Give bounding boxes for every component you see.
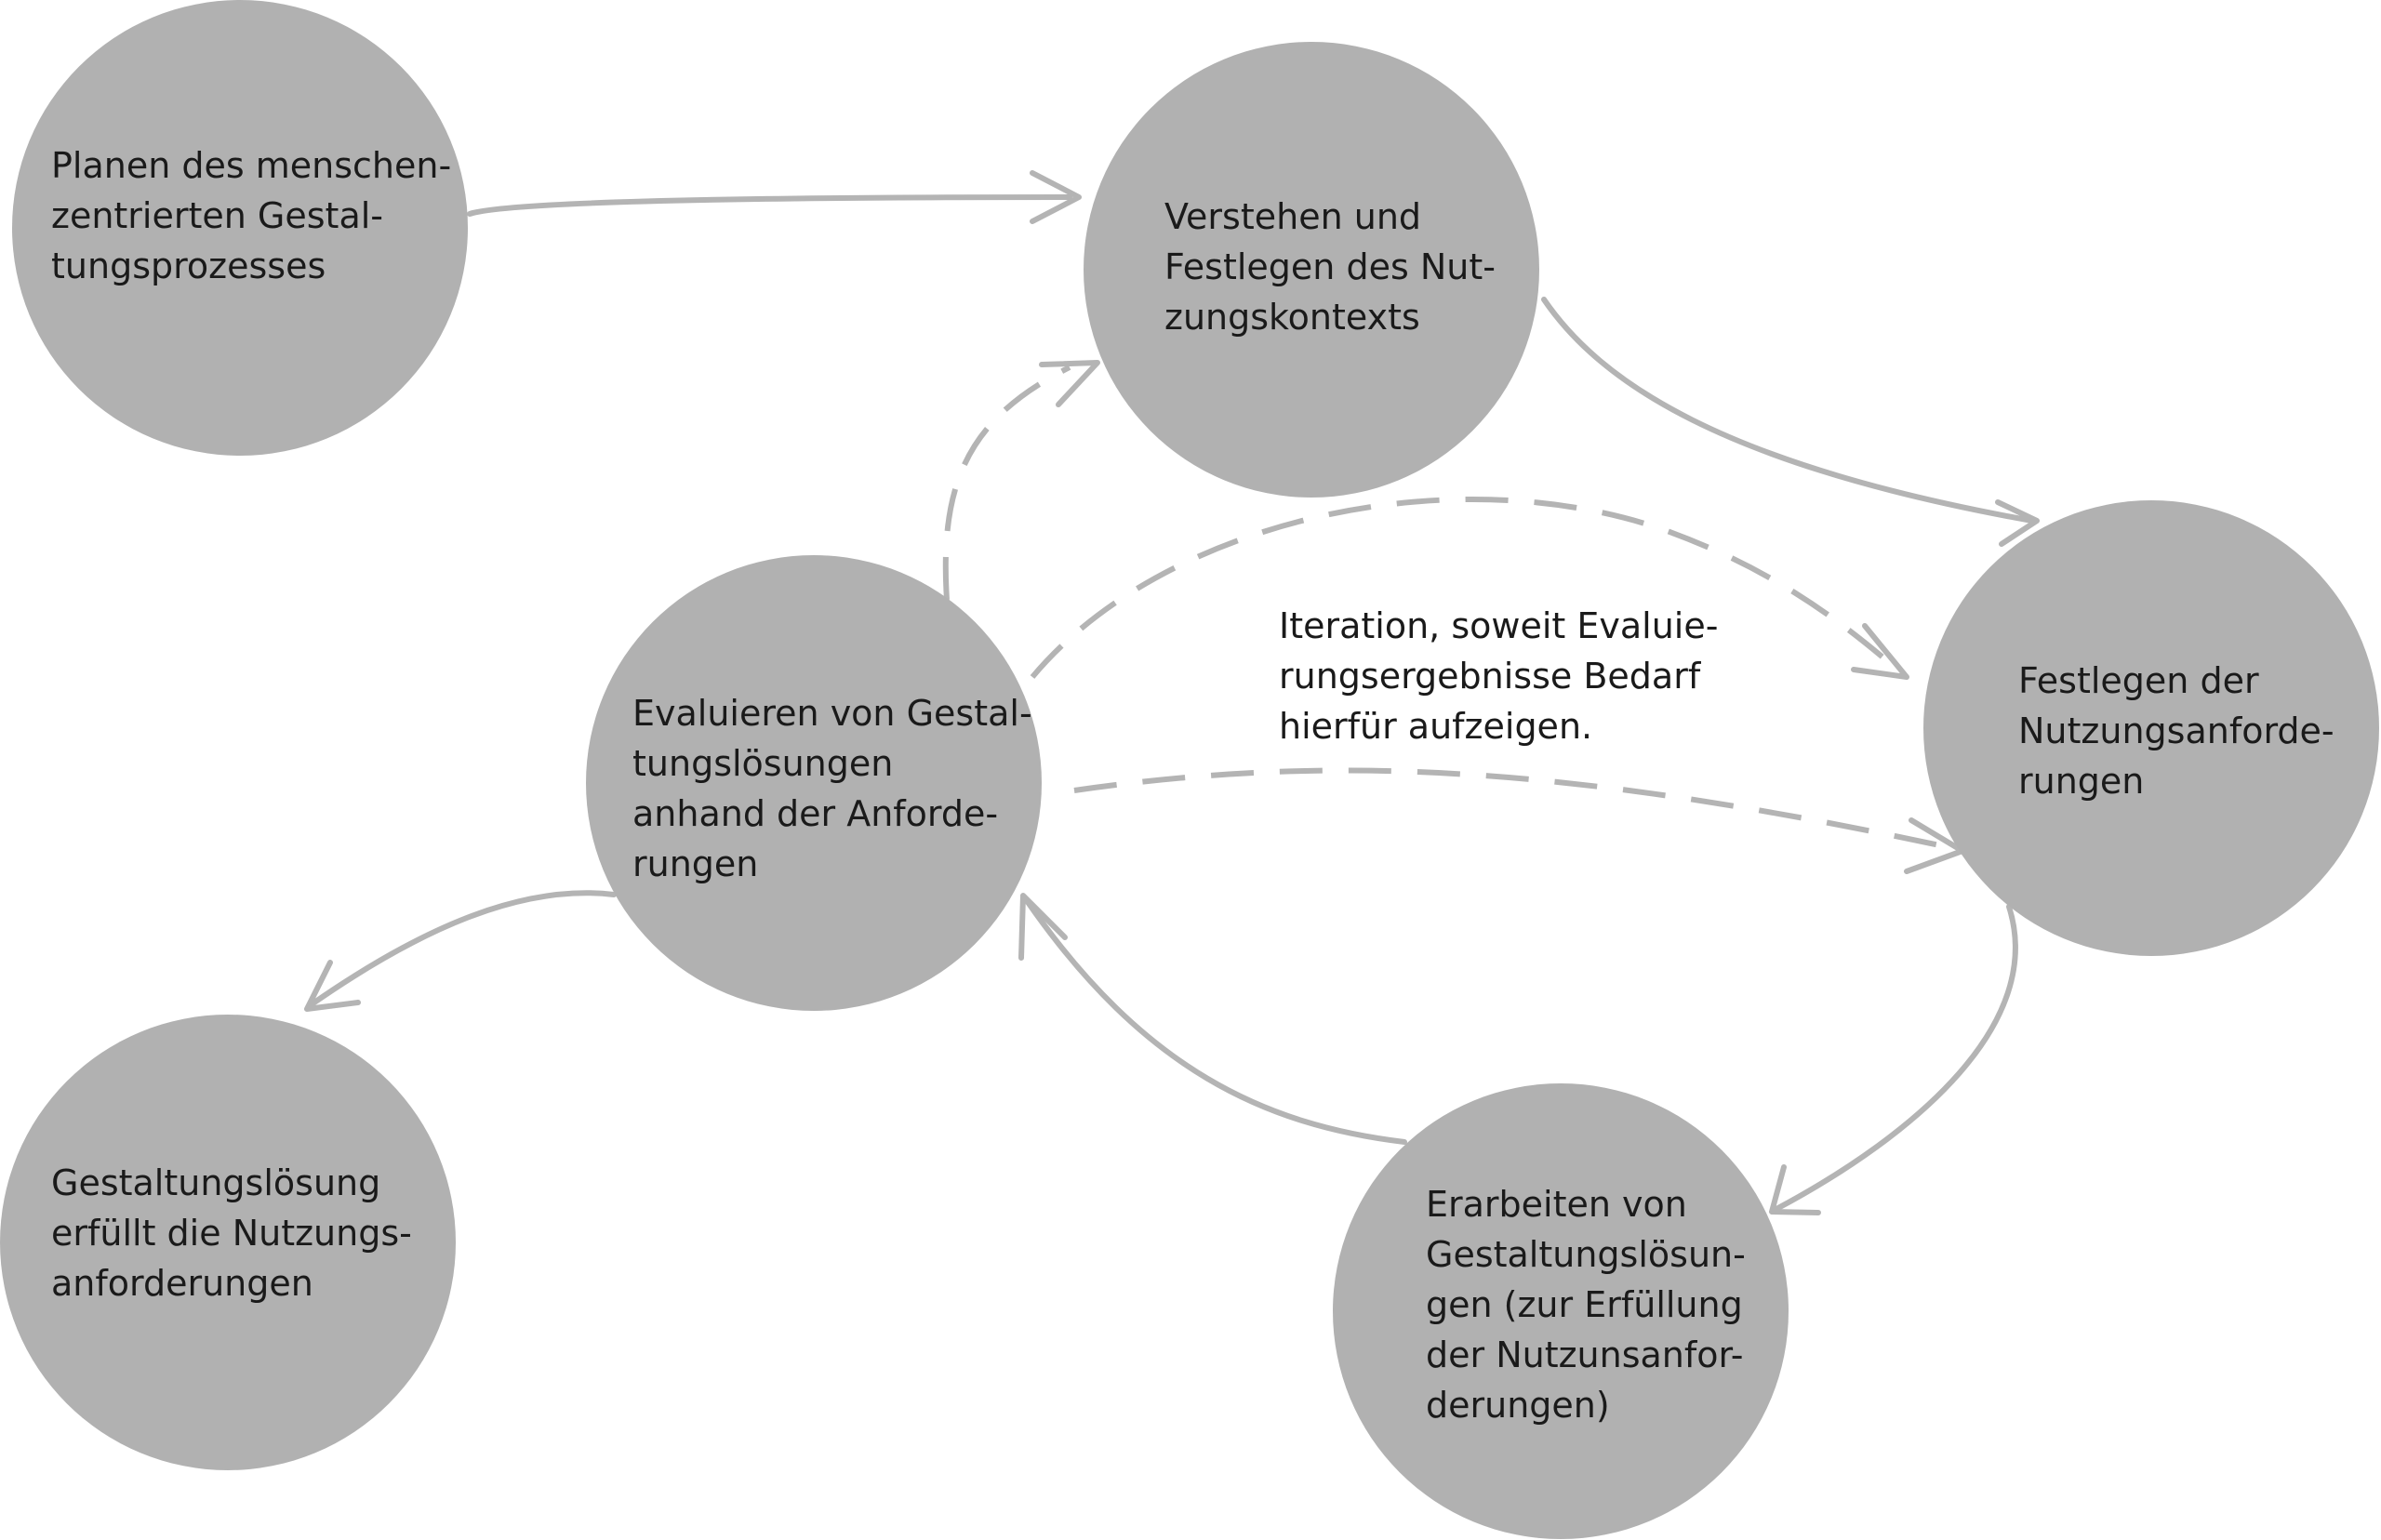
node-planen-circle	[12, 0, 468, 456]
node-evaluieren-circle	[586, 555, 1042, 1011]
node-evaluieren: Evaluieren von Gestal- tungslösungen anh…	[586, 555, 1044, 1011]
node-evaluieren-label: Evaluieren von Gestal- tungslösungen anh…	[632, 693, 1044, 884]
node-verstehen-label: Verstehen und Festlegen des Nut- zungsko…	[1164, 196, 1507, 338]
node-verstehen-circle	[1084, 42, 1539, 498]
edge-evaluieren-verstehen-arrowhead	[1039, 360, 1100, 407]
iteration-note: Iteration, soweit Evaluie- rungsergebnis…	[1279, 605, 1730, 747]
node-erfuellt: Gestaltungslösung erfüllt die Nutzungs- …	[0, 1015, 456, 1470]
node-festlegen: Festlegen der Nutzungsanforde- rungen	[1923, 500, 2379, 956]
edge-evaluieren-verstehen-dashed	[942, 365, 1071, 601]
node-planen: Planen des menschen- zentrierten Gestal-…	[12, 0, 468, 456]
edge-planen-verstehen-arrowhead	[1030, 170, 1082, 224]
edge-verstehen-festlegen	[1541, 297, 2035, 524]
node-verstehen: Verstehen und Festlegen des Nut- zungsko…	[1084, 42, 1539, 498]
edge-evaluieren-festlegen-upper-dashed	[1030, 496, 1899, 679]
edge-festlegen-erarbeiten	[1774, 904, 2018, 1212]
edge-erarbeiten-evaluieren	[1025, 899, 1407, 1145]
node-erarbeiten-circle	[1333, 1083, 1789, 1539]
node-erfuellt-circle	[0, 1015, 456, 1470]
edge-planen-verstehen	[467, 194, 1072, 217]
node-planen-label: Planen des menschen- zentrierten Gestal-…	[51, 145, 462, 286]
edge-verstehen-festlegen-arrowhead	[1995, 499, 2040, 547]
node-erfuellt-label: Gestaltungslösung erfüllt die Nutzungs- …	[51, 1162, 423, 1304]
edge-evaluieren-festlegen-upper-arrowhead	[1851, 623, 1909, 680]
node-festlegen-circle	[1923, 500, 2379, 956]
edge-erarbeiten-evaluieren-arrowhead	[1018, 893, 1068, 961]
edge-festlegen-erarbeiten-arrowhead	[1769, 1164, 1821, 1215]
node-festlegen-label: Festlegen der Nutzungsanforde- rungen	[2018, 660, 2346, 802]
edge-evaluieren-erfuellt	[309, 890, 617, 1007]
edge-evaluieren-festlegen-lower-dashed	[1073, 767, 1945, 849]
node-erarbeiten: Erarbeiten von Gestaltungslösun- gen (zu…	[1333, 1083, 1789, 1539]
node-erarbeiten-label: Erarbeiten von Gestaltungslösun- gen (zu…	[1426, 1184, 1757, 1426]
edge-evaluieren-erfuellt-arrowhead	[304, 960, 361, 1012]
edges	[304, 170, 2040, 1215]
